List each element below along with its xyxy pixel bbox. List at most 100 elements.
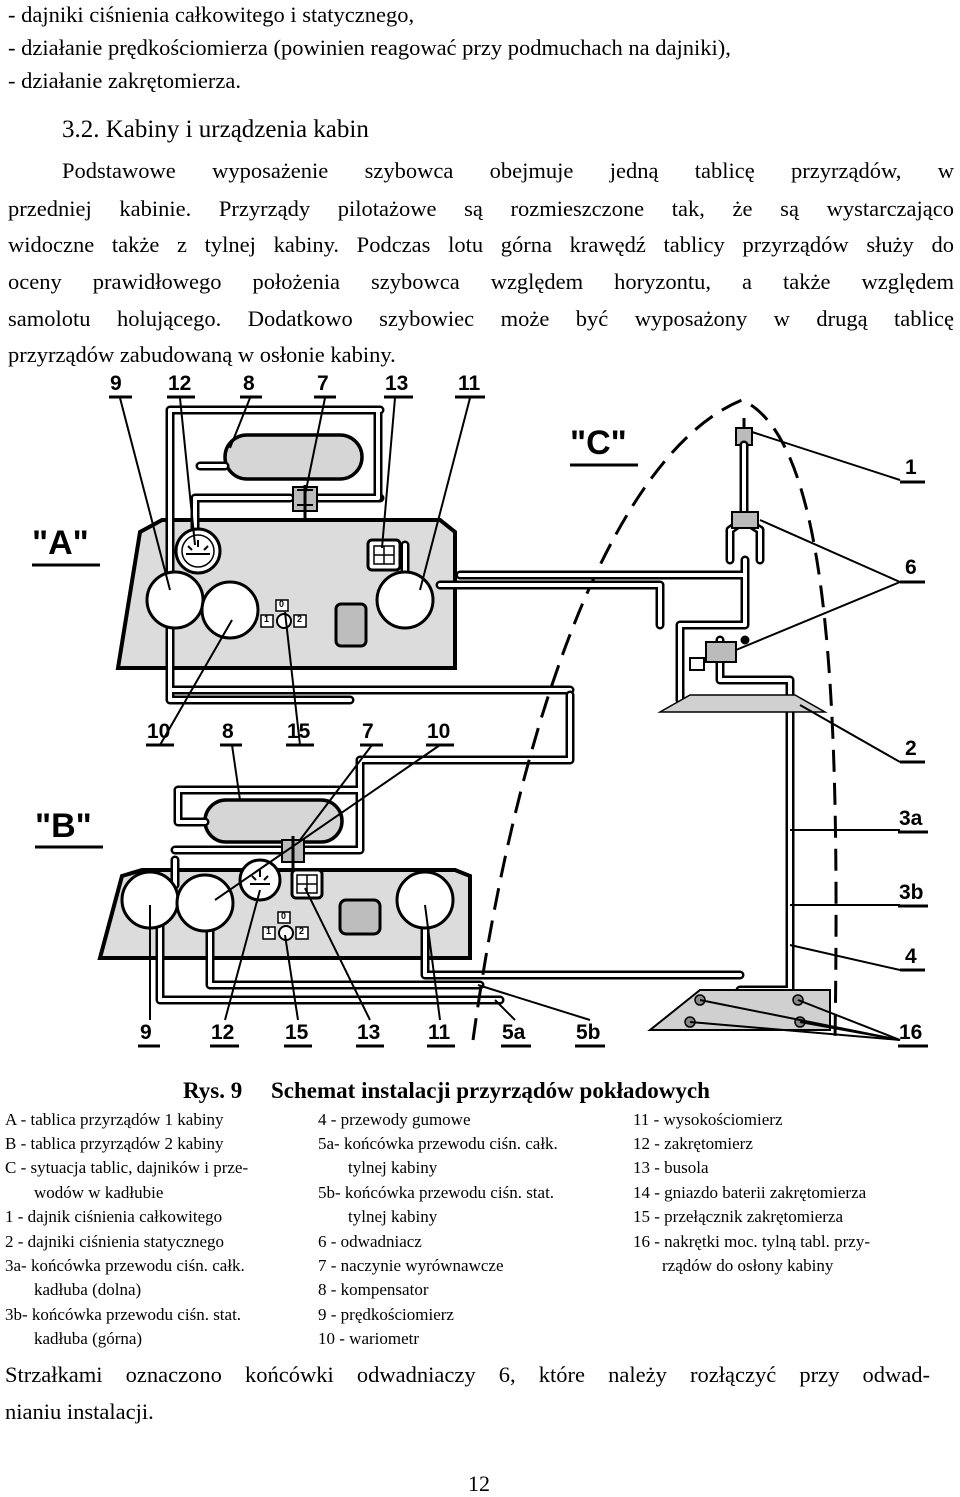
callout-top-9: 9 [110, 372, 122, 395]
legend-col2-2: 5a- końcówka przewodu ciśn. całk. [318, 1134, 558, 1153]
compensator-a [223, 433, 364, 481]
section-heading: 3.2. Kabiny i urządzenia kabin [62, 116, 369, 143]
legend-col1-4: wodów w kadłubie [34, 1183, 164, 1202]
legend-col1-2: B - tablica przyrządów 2 kabiny [5, 1134, 224, 1153]
callout-top-8: 8 [243, 372, 255, 395]
switch-b-2: 2 [299, 926, 305, 936]
legend-col3-5: 15 - przełącznik zakrętomierza [633, 1207, 844, 1226]
section-line-6: przyrządów zabudowaną w osłonie kabiny. [8, 342, 396, 367]
intro-item-2: - działanie prędkościomierza (powinien r… [8, 35, 731, 60]
legend-col1-7: 3a- końcówka przewodu ciśn. całk. [5, 1256, 245, 1275]
variometer-b [175, 873, 235, 933]
legend-col1-6: 2 - dajniki ciśnienia statycznego [5, 1232, 225, 1251]
variometer-a [200, 580, 260, 640]
section-line-1: Podstawowe wyposażenie szybowca obejmuje… [62, 158, 954, 183]
callout-right-1: 1 [905, 456, 917, 479]
panel-a [115, 405, 575, 705]
callout-right-6: 6 [905, 556, 917, 579]
callout-top-7: 7 [317, 372, 329, 395]
compensator-b [203, 798, 344, 844]
compass-b [290, 868, 324, 900]
legend-col1-3: C - sytuacja tablic, dajników i prze- [5, 1158, 249, 1177]
legend-col1-8: kadłuba (dolna) [34, 1280, 142, 1299]
battery-socket-b [338, 898, 382, 936]
turn-indicator-b [238, 858, 282, 902]
legend-col1-9: 3b- końcówka przewodu ciśn. stat. [5, 1305, 242, 1324]
intro-item-1: - dajniki ciśnienia całkowitego i statyc… [8, 2, 415, 27]
legend-col3-7: rządów do osłony kabiny [662, 1256, 834, 1275]
figure-caption-title: Schemat instalacji przyrządów pokładowyc… [271, 1078, 710, 1103]
callout-mid-10a: 10 [147, 720, 171, 743]
callout-bottom-5b: 5b [576, 1021, 601, 1044]
pitot-probe [735, 418, 753, 446]
callout-mid-15: 15 [287, 720, 311, 743]
legend-col2-3: tylnej kabiny [348, 1158, 438, 1177]
callout-right-3b: 3b [899, 881, 924, 904]
legend-col3-1: 11 - wysokościomierz [633, 1110, 783, 1129]
label-underlines [32, 395, 928, 1048]
section-line-2: przedniej kabinie. Przyrządy pilotażowe … [8, 196, 954, 221]
fuselage-pipes [435, 440, 795, 995]
legend-col2-9: 9 - prędkościomierz [318, 1305, 454, 1324]
switch-a-0: 0 [279, 599, 285, 609]
drain-top [731, 511, 759, 529]
intro-item-3: - działanie zakrętomierza. [8, 68, 241, 93]
battery-socket-a [334, 602, 368, 648]
callout-bottom-12: 12 [211, 1021, 235, 1044]
page-number: 12 [468, 1471, 490, 1496]
legend-col2-10: 10 - wariometr [318, 1329, 420, 1348]
legend-col2-7: 7 - naczynie wyrównawcze [318, 1256, 504, 1275]
figure-caption-number: Rys. 9 [183, 1078, 243, 1103]
switch-b-1: 1 [266, 926, 272, 936]
callout-mid-10b: 10 [427, 720, 451, 743]
drain-lower [689, 641, 737, 671]
legend-col2-5: tylnej kabiny [348, 1207, 438, 1226]
legend-col2-1: 4 - przewody gumowe [318, 1110, 471, 1129]
airspeed-indicator-a [145, 570, 205, 630]
callout-bottom-5a: 5a [502, 1021, 526, 1044]
section-line-3: widoczne także z tylnej kabiny. Podczas … [8, 232, 954, 257]
switch-a-1: 1 [264, 614, 270, 624]
panel-c [435, 398, 838, 1041]
leader-lines [119, 397, 901, 1041]
legend-col2-4: 5b- końcówka przewodu ciśn. stat. [318, 1183, 555, 1202]
legend-col3-4: 14 - gniazdo baterii zakrętomierza [633, 1183, 867, 1202]
callout-top-13: 13 [385, 372, 409, 395]
callout-bottom-16: 16 [899, 1021, 923, 1044]
callout-bottom-15: 15 [285, 1021, 309, 1044]
footer-line-1: Strzałkami oznaczono końcówki odwadniacz… [5, 1362, 930, 1387]
section-line-5: samolotu holującego. Dodatkowo szybowiec… [8, 306, 954, 331]
callout-top-12: 12 [168, 372, 192, 395]
legend-col3-3: 13 - busola [633, 1158, 709, 1177]
panel-label-c: "C" [570, 424, 627, 462]
legend-col3-2: 12 - zakrętomierz [633, 1134, 753, 1153]
turn-switch-a [260, 599, 307, 629]
rear-panel-mount [647, 989, 831, 1031]
footer-line-2: nianiu instalacji. [5, 1399, 154, 1424]
callout-bottom-13: 13 [357, 1021, 381, 1044]
callout-bottom-11: 11 [428, 1021, 451, 1044]
callout-right-4: 4 [905, 945, 917, 968]
switch-a-2: 2 [297, 614, 303, 624]
section-line-4: oceny prawidłowego położenia szybowca wz… [8, 269, 954, 294]
callout-right-2: 2 [905, 737, 917, 760]
static-ports [657, 694, 828, 713]
panel-label-b: "B" [35, 807, 92, 845]
equalizing-vessel-b [281, 836, 305, 870]
turn-switch-b [262, 911, 309, 941]
panel-label-a: "A" [32, 524, 89, 562]
compass-a [366, 538, 402, 572]
legend-col1-1: A - tablica przyrządów 1 kabiny [5, 1110, 224, 1129]
legend-col1-5: 1 - dajnik ciśnienia całkowitego [5, 1207, 223, 1226]
switch-b-0: 0 [281, 911, 287, 921]
legend-col2-6: 6 - odwadniacz [318, 1232, 422, 1251]
panel-b [97, 690, 745, 1005]
turn-indicator-a [174, 527, 222, 575]
altimeter-a [375, 570, 435, 630]
callout-top-11: 11 [458, 372, 481, 395]
callout-right-3a: 3a [899, 807, 923, 830]
panel-a-pipes [165, 405, 575, 705]
altimeter-b [395, 870, 455, 930]
callout-mid-7: 7 [362, 720, 374, 743]
